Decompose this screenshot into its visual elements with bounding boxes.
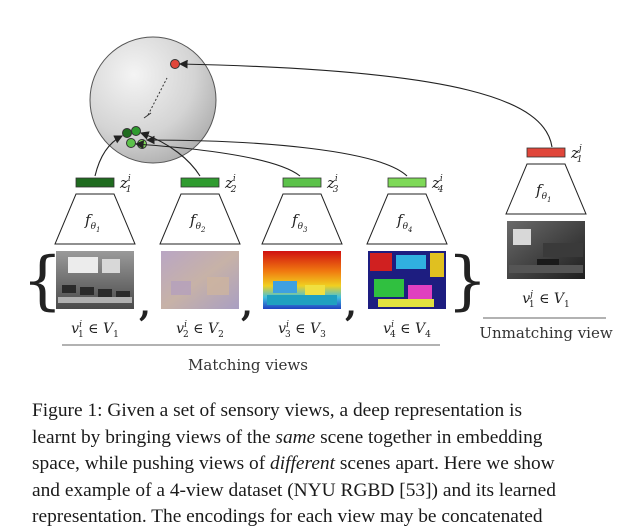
unmatch-point — [170, 59, 180, 69]
view-3-image — [263, 251, 341, 309]
unmatching-view-label: Unmatching view — [479, 324, 613, 342]
matching-views-label: Matching views — [188, 356, 308, 374]
unmatch-image — [507, 221, 585, 279]
right-brace: } — [447, 244, 488, 318]
comma-3: , — [345, 285, 357, 325]
caption-line: Figure 1: Given a set of sensory views, … — [32, 400, 523, 421]
embedding-sphere — [89, 36, 217, 164]
view-4-encoder-label: fθ4 — [396, 211, 412, 234]
view-1-encoder — [54, 193, 136, 245]
view-3-encoding-bar — [282, 177, 322, 188]
view1-point — [122, 128, 132, 138]
view-3-encoder — [261, 193, 343, 245]
left-brace: { — [22, 244, 63, 318]
caption-line: learnt by bringing views of the same sce… — [32, 426, 543, 448]
view-2-encoder-label: fθ2 — [189, 211, 206, 234]
view-1-encoder-label: fθ1 — [84, 211, 100, 234]
caption-line: representation. The encodings for each v… — [32, 506, 543, 527]
arrows — [94, 59, 553, 177]
caption-line: and example of a 4-view dataset (NYU RGB… — [32, 479, 556, 501]
comma-1: , — [139, 285, 151, 325]
view-2-encoder — [159, 193, 241, 245]
unmatch-encoder — [505, 163, 587, 215]
view-2-encoding-bar — [180, 177, 220, 188]
caption-line: space, while pushing views of different … — [32, 453, 555, 474]
view-1-encoding-bar — [75, 177, 115, 188]
view-3-encoder-label: fθ3 — [291, 211, 308, 234]
comma-2: , — [241, 285, 253, 325]
view-1-image — [56, 251, 134, 309]
unmatch-encoder-label: fθ1 — [535, 181, 551, 204]
view-4-image — [368, 251, 446, 309]
view-4-encoding-bar — [387, 177, 427, 188]
view-4-encoder — [366, 193, 448, 245]
unmatch-encoding-bar — [526, 147, 566, 158]
view3-point — [126, 138, 136, 148]
view2-point — [131, 126, 141, 136]
view-2-image — [161, 251, 239, 309]
figure-caption: Figure 1: Given a set of sensory views, … — [32, 398, 602, 531]
